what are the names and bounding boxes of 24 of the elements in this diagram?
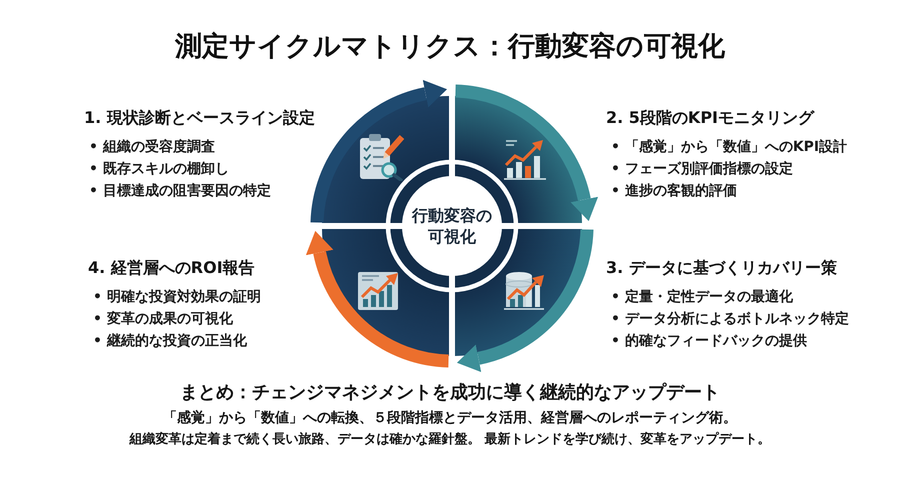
bullet-item: • データ分析によるボトルネック特定 — [611, 310, 849, 329]
bullet-item: • 定量・定性データの最適化 — [611, 288, 793, 307]
bullet-item: • フェーズ別評価指標の設定 — [611, 160, 793, 179]
step-heading: 4. 経営層へのROI報告 — [88, 257, 255, 279]
bullet-item: • 的確なフィードバックの提供 — [611, 332, 807, 351]
bullet-item: • 「感覚」から「数値」へのKPI設計 — [611, 138, 848, 157]
bullet-item: • 進捗の客観的評価 — [611, 182, 737, 201]
step-heading: 3. データに基づくリカバリー策 — [606, 257, 837, 279]
cycle-arrow — [454, 84, 598, 221]
cycle-arrow — [306, 231, 450, 368]
cycle-arrow — [310, 80, 447, 224]
diagram-title: 測定サイクルマトリクス：行動変容の可視化 — [175, 30, 725, 64]
bullet-item: • 既存スキルの棚卸し — [89, 160, 229, 179]
cycle-arrow — [457, 228, 594, 372]
bullet-item: • 目標達成の阻害要因の特定 — [89, 182, 271, 201]
summary-text: 組織変革は定着まで続く長い旅路、データは確かな羅針盤。 最新トレンドを学び続け、変革をアップデート。 — [129, 430, 771, 449]
bullet-item: • 継続的な投資の正当化 — [93, 332, 247, 351]
bullet-item: • 変革の成果の可視化 — [93, 310, 233, 329]
step-heading: 2. 5段階のKPIモニタリング — [606, 107, 814, 129]
step-heading: 1. 現状診断とベースライン設定 — [84, 107, 315, 129]
bullet-item: • 組織の受容度調査 — [89, 138, 215, 157]
summary-heading: まとめ：チェンジマネジメントを成功に導く継続的なアップデート — [180, 381, 720, 405]
bullet-item: • 明確な投資対効果の証明 — [93, 288, 261, 307]
summary-text: 「感覚」から「数値」への転換、５段階指標とデータ活用、経営層へのレポーティング術。 — [163, 408, 737, 428]
